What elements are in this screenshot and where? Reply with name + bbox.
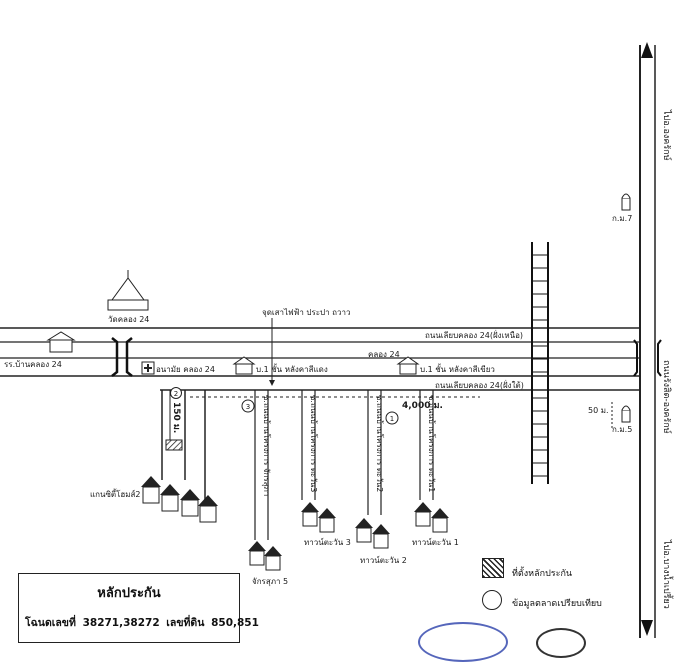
label-distance-4000: 4,000 ม. — [402, 401, 443, 411]
house-green-roof-icon — [396, 356, 420, 375]
key-collateral-location: ที่ตั้งหลักประกัน — [512, 569, 573, 579]
km-post-7-icon — [621, 193, 631, 211]
label-road-north: ไปอ.องครักษ์ — [661, 109, 673, 161]
label-soi-4: ซ.ถนนบ้านโครงการ จักรสุภา — [262, 395, 272, 496]
label-canal: คลอง 24 — [368, 350, 400, 359]
label-house-right: บ.1 ชั้น หลังคาสีเขียว — [420, 363, 495, 374]
road-north-bank — [0, 327, 640, 343]
village-chakphat-houses-icon — [248, 541, 282, 571]
bridge-west-icon — [111, 337, 133, 377]
legend-land-label: เลขที่ดิน — [166, 617, 205, 629]
arrow-north-icon — [641, 42, 653, 58]
legend-title: หลักประกัน — [97, 586, 161, 601]
key-hatch-icon — [482, 558, 504, 578]
label-village-chakphat: จักรสุภา 5 — [252, 577, 288, 586]
marker-3-icon: 3 — [241, 399, 255, 413]
health-center-icon — [141, 361, 155, 375]
label-village-left: แกนซิตี้โฮมส์2 — [90, 488, 141, 499]
legend-deed-numbers: 38271,38272 — [82, 617, 160, 629]
svg-text:1: 1 — [390, 415, 394, 423]
collateral-location-marker — [165, 439, 183, 451]
label-distance-150: 150 ม. — [171, 402, 181, 433]
label-village-tawan2: ทาวน์ตะวัน 2 — [360, 555, 407, 565]
svg-text:2: 2 — [174, 390, 178, 398]
marker-1-icon: 1 — [385, 411, 399, 425]
soi-tawan3 — [301, 390, 316, 500]
village-tawan3-houses-icon — [301, 502, 336, 533]
svg-text:3: 3 — [246, 403, 250, 411]
seal-stamp-icon — [536, 628, 586, 658]
arrow-south-icon — [641, 620, 653, 636]
legend-land-numbers: 850,851 — [211, 617, 259, 629]
village-tawan2-houses-icon — [355, 518, 390, 549]
label-soi-1: ซ.ถนนบ้านโครงการ ตะวัน1 — [427, 395, 437, 492]
label-village-tawan3: ทาวน์ตะวัน 3 — [304, 537, 351, 547]
site-map: ไปอ.องครักษ์ ไปอ.บางน้ำเปรี้ยว ถนนรังสิต… — [0, 42, 674, 638]
label-road-south-bank: ถนนเลียบคลอง 24(ฝั่งใต้) — [435, 379, 524, 390]
key-circle-icon — [482, 590, 502, 610]
temple-icon — [107, 270, 149, 311]
label-distance-50: 50 ม. — [588, 406, 609, 415]
label-village-tawan1: ทาวน์ตะวัน 1 — [412, 537, 459, 547]
soi-tawan1 — [419, 390, 434, 500]
label-soi-3: ซ.ถนนบ้านโครงการ ตะวัน3 — [309, 395, 319, 492]
label-road-east-side: ถนนรังสิต-องครักษ์ — [661, 360, 673, 434]
label-soi-2: ซ.ถนนบ้านโครงการ ตะวัน2 — [375, 395, 385, 492]
label-school: รร.บ้านคลอง 24 — [4, 360, 62, 369]
label-temple: วัดคลอง 24 — [108, 315, 149, 324]
village-left-houses-icon — [141, 476, 218, 523]
village-tawan1-houses-icon — [414, 502, 449, 533]
label-km5: ก.ม.5 — [612, 425, 632, 434]
legend-deed-label: โฉนดเลขที่ — [25, 617, 76, 629]
label-road-south: ไปอ.บางน้ำเปรี้ยว — [661, 539, 674, 609]
key-market-comparison: ข้อมูลตลาดเปรียบเทียบ — [512, 599, 602, 609]
label-road-north-bank: ถนนเลียบคลอง 24(ฝั่งเหนือ) — [425, 329, 523, 340]
marker-2-icon: 2 — [170, 387, 182, 399]
canal-24 — [0, 357, 640, 377]
main-road-east — [639, 45, 656, 638]
school-icon — [46, 331, 76, 353]
official-stamp-icon — [418, 622, 508, 662]
label-km7: ก.ม.7 — [612, 214, 632, 223]
km-post-5-icon — [621, 405, 631, 423]
house-red-roof-icon — [232, 356, 256, 375]
label-health-center: อนามัย คลอง 24 — [156, 365, 215, 374]
soi-tawan2 — [367, 390, 382, 515]
collateral-legend: หลักประกัน โฉนดเลขที่ 38271,38272 เลขที่… — [18, 573, 259, 643]
soi-left — [161, 390, 206, 500]
bridge-east-icon — [633, 339, 662, 377]
pole-pointer — [269, 318, 275, 386]
railway-track — [531, 242, 549, 484]
soi-chakphat — [254, 390, 269, 540]
label-house-left: บ.1 ชั้น หลังคาสีแดง — [256, 363, 328, 374]
label-pole: จุดเสาไฟฟ้า ประปา ถวาว — [262, 308, 350, 317]
legend-deed-line: โฉนดเลขที่ 38271,38272 เลขที่ดิน 850,851 — [25, 614, 262, 631]
